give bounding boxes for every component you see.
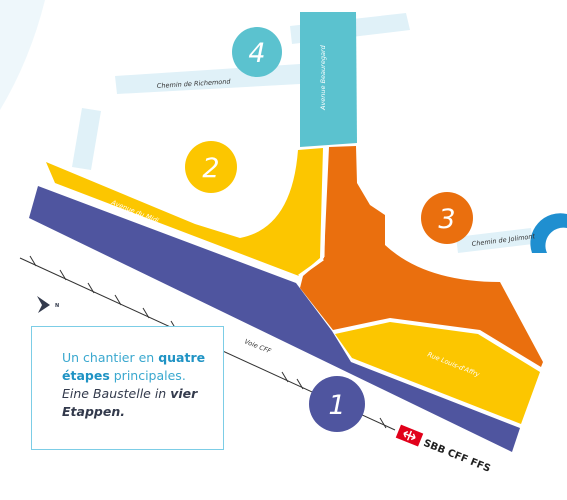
label-avenue-beauregard: Avenue Beauregard	[319, 44, 327, 111]
separator	[298, 257, 324, 278]
info-french-suffix: principales.	[109, 368, 186, 383]
info-german-bold: vier Etappen.	[62, 386, 198, 419]
north-arrow-icon: N	[37, 296, 59, 313]
info-french-bold: quatre étapes	[62, 350, 206, 383]
stage-1-marker: 1	[309, 376, 365, 432]
label-voie-cff: Voie CFF	[243, 337, 272, 355]
stage-2-marker: 2	[185, 141, 237, 193]
svg-text:SBB CFF FFS: SBB CFF FFS	[422, 438, 492, 475]
zone-stage-3	[300, 146, 543, 367]
info-box: Un chantier en quatre étapes principales…	[31, 326, 224, 450]
svg-text:N: N	[55, 303, 59, 309]
info-german-prefix: Eine Baustelle in	[62, 386, 171, 401]
info-french: Un chantier en quatre étapes principales…	[62, 349, 213, 385]
separator	[321, 149, 327, 258]
zone-rue-louis-dafry	[335, 322, 540, 424]
svg-text:1: 1	[328, 390, 345, 421]
stage-4-marker: 4	[232, 27, 282, 77]
background-arc	[0, 0, 45, 110]
svg-text:2: 2	[202, 153, 219, 184]
blue-arc	[530, 213, 567, 253]
info-german: Eine Baustelle in vier Etappen.	[62, 385, 213, 421]
stage-3-marker: 3	[421, 192, 473, 244]
road-chemin-de-jolimont	[456, 228, 533, 253]
svg-text:4: 4	[248, 38, 265, 69]
road-left-vertical	[72, 108, 101, 170]
zone-stage-2	[46, 148, 323, 276]
svg-text:3: 3	[438, 204, 455, 235]
info-french-prefix: Un chantier en	[62, 350, 159, 365]
zone-stage-1	[29, 186, 520, 452]
zone-stage-4	[300, 12, 357, 147]
